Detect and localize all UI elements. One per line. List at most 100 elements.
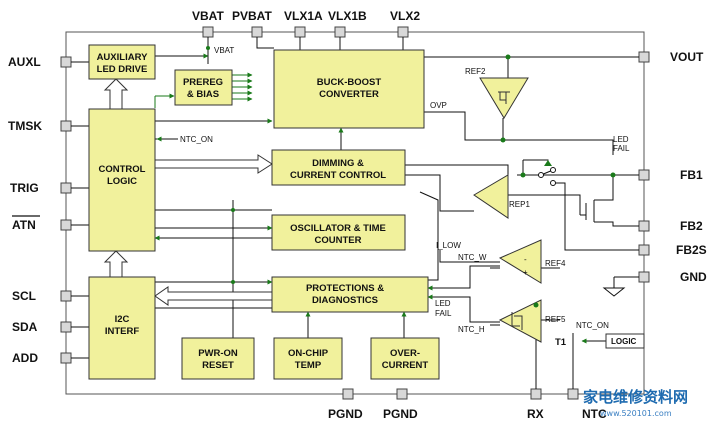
- block-on-chip-temp: [273, 337, 343, 380]
- block-protections: [271, 276, 429, 313]
- switch-contact-1: [538, 172, 544, 178]
- pin-vout: [638, 51, 650, 63]
- switch-arrow: [544, 160, 552, 166]
- dot-vout: [505, 54, 511, 60]
- sig-ntc-h: NTC_H: [458, 325, 485, 334]
- pin-label-atn: ATN: [12, 218, 36, 232]
- pin-atn: [60, 219, 72, 231]
- block-aux-led-drive: [88, 44, 156, 80]
- label-temp-1: ON-CHIP: [288, 348, 329, 359]
- label-prot-2: DIAGNOSTICS: [312, 295, 378, 306]
- pin-label-vlx2: VLX2: [390, 9, 420, 23]
- pin-label-tmsk: TMSK: [8, 119, 42, 133]
- label-prot-1: PROTECTIONS &: [306, 283, 384, 294]
- pin-label-gnd: GND: [680, 270, 707, 284]
- pin-label-vbat: VBAT: [192, 9, 224, 23]
- comparator-symbols: [498, 91, 523, 330]
- blocks: [88, 44, 440, 380]
- wire-cmp-prot2: [427, 294, 500, 323]
- sig-ref2: REF2: [465, 67, 486, 76]
- wire-dim-rep1: [405, 164, 509, 178]
- label-aux-2: LED DRIVE: [97, 64, 148, 75]
- pin-label-pvbat: PVBAT: [232, 9, 272, 23]
- pin-gnd: [638, 271, 650, 283]
- sig-i-low: I_LOW: [436, 241, 461, 250]
- wire-fb2s: [553, 182, 639, 251]
- pin-scl: [60, 290, 72, 302]
- pin-fb2: [638, 220, 650, 232]
- wire-ovp: [424, 111, 614, 150]
- wire-ilow: [439, 250, 500, 263]
- wire-pvbat: [256, 37, 274, 49]
- comparator-ref2: [479, 77, 529, 119]
- sig-led-fail-r2: FAIL: [613, 144, 630, 153]
- bus-arrows: [103, 78, 273, 306]
- sig-led-fail-m1: LED: [435, 299, 451, 308]
- comparator-ntc-h: [498, 299, 542, 343]
- pin-auxl: [60, 56, 72, 68]
- pin-label-fb1: FB1: [680, 168, 703, 182]
- logic-box: [605, 333, 645, 349]
- label-dim-1: DIMMING &: [312, 158, 364, 169]
- amp-rep1: [473, 174, 509, 219]
- label-dim-2: CURRENT CONTROL: [290, 170, 386, 181]
- watermark-url: www.520101.com: [600, 409, 672, 418]
- pin-label-rx: RX: [527, 407, 544, 421]
- label-aux-1: AUXILIARY: [97, 52, 149, 63]
- label-ctrl-2: LOGIC: [107, 176, 137, 187]
- pin-vbat: [202, 26, 214, 38]
- sig-t1: T1: [555, 337, 567, 348]
- pin-fb1: [638, 169, 650, 181]
- cmp-ntc-w-plus: +: [523, 268, 528, 277]
- label-buck-1: BUCK-BOOST: [317, 77, 382, 88]
- wires: [71, 37, 639, 389]
- label-temp-2: TEMP: [295, 360, 322, 371]
- pin-label-add: ADD: [12, 351, 38, 365]
- chip-outline: [65, 31, 645, 395]
- pin-label-trig: TRIG: [10, 181, 39, 195]
- pin-pgnd-1: [342, 388, 354, 400]
- pin-vlx1b: [334, 26, 346, 38]
- block-dimming: [271, 149, 406, 186]
- pin-tmsk: [60, 120, 72, 132]
- label-prereg-2: & BIAS: [187, 89, 219, 100]
- label-pwr-2: RESET: [202, 360, 234, 371]
- right-pins: VOUT FB1 FB2 FB2S GND: [638, 50, 707, 284]
- wire-gate: [508, 194, 581, 215]
- sig-ref5: REF5: [545, 315, 566, 324]
- bottom-pins: PGND PGND RX NTC: [328, 388, 607, 421]
- pin-label-vlx1a: VLX1A: [284, 9, 323, 23]
- prereg-arrows: [232, 72, 253, 102]
- label-oc-2: CURRENT: [382, 360, 429, 371]
- bus-arrow-prot-i2c: [154, 286, 273, 306]
- hysteresis-ntc-h: [511, 312, 523, 330]
- label-osc-1: OSCILLATOR & TIME: [290, 223, 386, 234]
- pin-label-pgnd-2: PGND: [383, 407, 418, 421]
- sig-ntc-w: NTC_W: [458, 253, 487, 262]
- block-pwr-on-reset: [181, 337, 255, 380]
- pin-vlx1a: [294, 26, 306, 38]
- wire-cmp-prot1: [427, 265, 500, 291]
- sig-ovp: OVP: [430, 101, 447, 110]
- pin-label-sda: SDA: [12, 320, 38, 334]
- dot-bus-1: [231, 208, 235, 212]
- hysteresis-ref2: [498, 91, 510, 104]
- label-i2c-1: I2C: [115, 314, 130, 325]
- label-i2c-2: INTERF: [105, 326, 140, 337]
- dot-ovp: [500, 137, 506, 143]
- dot-vbat: [206, 46, 210, 50]
- pin-label-auxl: AUXL: [8, 55, 41, 69]
- pin-label-vout: VOUT: [670, 50, 704, 64]
- wire-drain: [594, 175, 614, 201]
- pin-vlx2: [397, 26, 409, 38]
- label-ctrl-1: CONTROL: [99, 164, 146, 175]
- top-pins: VBAT PVBAT VLX1A VLX1B VLX2: [192, 9, 420, 38]
- pin-pgnd-2: [396, 388, 408, 400]
- pin-add: [60, 352, 72, 364]
- sig-ref4: REF4: [545, 259, 566, 268]
- wire-source: [594, 221, 639, 227]
- dot-rx: [533, 302, 539, 308]
- bus-arrow-i2c-ctrl: [103, 250, 129, 278]
- block-i2c: [88, 276, 156, 380]
